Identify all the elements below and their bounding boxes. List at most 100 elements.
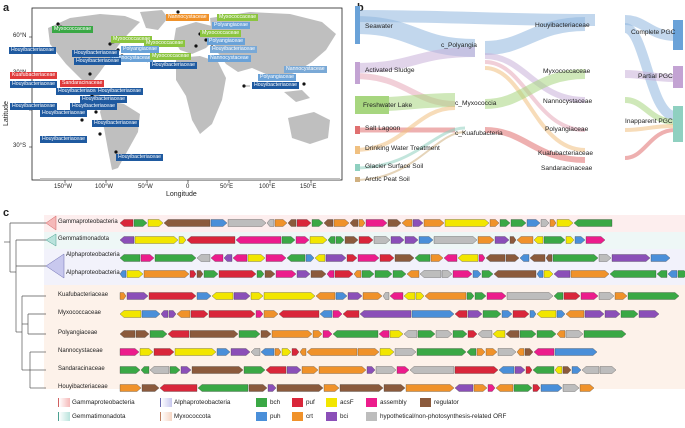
gene-arrow xyxy=(418,236,434,244)
gene-arrow xyxy=(417,330,436,338)
legend-label: regulator xyxy=(434,399,459,406)
gene-arrow xyxy=(119,330,136,338)
gene-arrow xyxy=(379,254,395,262)
legend-swatch xyxy=(256,398,267,407)
gene-arrow xyxy=(540,219,550,227)
gene-arrow xyxy=(153,348,175,356)
gene-arrow xyxy=(211,292,234,300)
map-tag: Houyibacteriaceae xyxy=(9,47,56,54)
legend-swatch xyxy=(256,412,267,421)
gene-arrow xyxy=(178,236,187,244)
map-tag: Polyangiaceae xyxy=(121,46,160,53)
gene-arrow xyxy=(168,310,177,318)
map-tag: Houyibacteriaceae xyxy=(80,96,127,103)
gene-arrow xyxy=(466,348,477,356)
gene-arrow xyxy=(263,310,279,318)
gene-arrow xyxy=(514,366,526,374)
map-tag: Houyibacteriaceae xyxy=(116,154,163,161)
gene-arrow xyxy=(339,384,384,392)
gene-arrow xyxy=(227,219,267,227)
gene-arrow xyxy=(512,310,530,318)
gene-arrow xyxy=(332,310,343,318)
map-tag: Houyibacteriaceae xyxy=(10,103,57,110)
gene-arrow xyxy=(435,330,453,338)
gene-arrow xyxy=(423,219,445,227)
gene-arrow xyxy=(305,254,315,262)
gene-arrow xyxy=(344,236,359,244)
gene-arrow xyxy=(553,270,571,278)
gene-arrow xyxy=(134,236,179,244)
gene-arrow xyxy=(160,310,169,318)
map-tag: Nannocystaceae xyxy=(284,66,327,73)
lon-tick: 100°E xyxy=(259,184,276,190)
gene-arrow xyxy=(556,330,566,338)
gene-arrow xyxy=(243,366,266,374)
gene-arrow xyxy=(516,236,534,244)
gene-arrow xyxy=(454,366,499,374)
gene-arrow xyxy=(148,292,197,300)
gene-arrow xyxy=(415,292,425,300)
gene-arrow xyxy=(260,330,272,338)
tree-leaf-label: Gammaproteobacteria xyxy=(58,219,118,225)
map-tag: Houyibacteriaceae xyxy=(74,58,121,65)
gene-arrow xyxy=(513,384,533,392)
gene-arrow xyxy=(119,310,142,318)
gene-arrow xyxy=(358,219,366,227)
gene-arrow xyxy=(620,310,639,318)
gene-arrow xyxy=(287,219,297,227)
gene-arrow xyxy=(404,236,419,244)
map-tag: Houyibacteriaceae xyxy=(210,46,257,53)
gene-arrow xyxy=(505,254,520,262)
gene-arrow xyxy=(359,310,412,318)
gene-arrow xyxy=(467,310,483,318)
panel-letter-c: c xyxy=(3,207,10,219)
gene-arrow xyxy=(274,348,282,356)
gene-arrow xyxy=(189,330,239,338)
gene-arrow xyxy=(309,236,328,244)
sankey-class-label: c_Kuafubacteria xyxy=(455,130,503,137)
lon-tick: 100°W xyxy=(95,184,114,190)
gene-arrow xyxy=(139,348,154,356)
sankey-family-label: Kuafubacteriaceae xyxy=(538,150,593,157)
gene-arrow xyxy=(510,219,527,227)
gene-arrow xyxy=(519,254,530,262)
gene-arrow xyxy=(126,270,144,278)
gene-arrow xyxy=(322,330,333,338)
sankey-class-label: c_Myxococcia xyxy=(455,100,497,107)
gene-arrow xyxy=(457,254,479,262)
map-tag: Houyibacteriaceae xyxy=(150,62,197,69)
gene-arrow xyxy=(481,270,494,278)
gene-arrow xyxy=(149,330,168,338)
gene-arrow xyxy=(378,330,390,338)
gene-arrow xyxy=(474,292,487,300)
map-tag: Myxococcaceae xyxy=(144,40,186,47)
gene-arrow xyxy=(286,366,302,374)
gene-arrow xyxy=(191,366,244,374)
gene-arrow xyxy=(583,330,627,338)
gene-arrow xyxy=(581,366,600,374)
gene-arrow xyxy=(396,366,410,374)
map-tag: Polyangiaceae xyxy=(258,74,297,81)
legend-label: bci xyxy=(340,413,349,420)
map-tag: Myxococcaceae xyxy=(200,30,242,37)
lat-tick-30s: 30°S xyxy=(13,143,27,149)
sankey-panel: Seawater Activated Sludge Freshwater Lak… xyxy=(355,0,685,205)
map-tag: Myxococcaceae xyxy=(150,53,192,60)
gene-arrow xyxy=(554,348,598,356)
gene-arrow xyxy=(323,384,340,392)
gene-arrow xyxy=(357,348,380,356)
gene-arrow xyxy=(190,310,209,318)
gene-arrow xyxy=(366,366,376,374)
gene-arrow xyxy=(525,366,533,374)
gene-arrow xyxy=(526,219,541,227)
gene-arrow xyxy=(452,270,473,278)
legend-swatch xyxy=(58,412,70,421)
gene-arrow xyxy=(154,254,197,262)
gene-arrow xyxy=(176,310,191,318)
gene-arrow xyxy=(416,348,467,356)
gene-arrow xyxy=(218,270,257,278)
map-ylabel: Latitude xyxy=(3,101,10,126)
gene-arrow xyxy=(230,348,251,356)
gene-arrow xyxy=(543,236,566,244)
gene-arrow xyxy=(275,270,297,278)
